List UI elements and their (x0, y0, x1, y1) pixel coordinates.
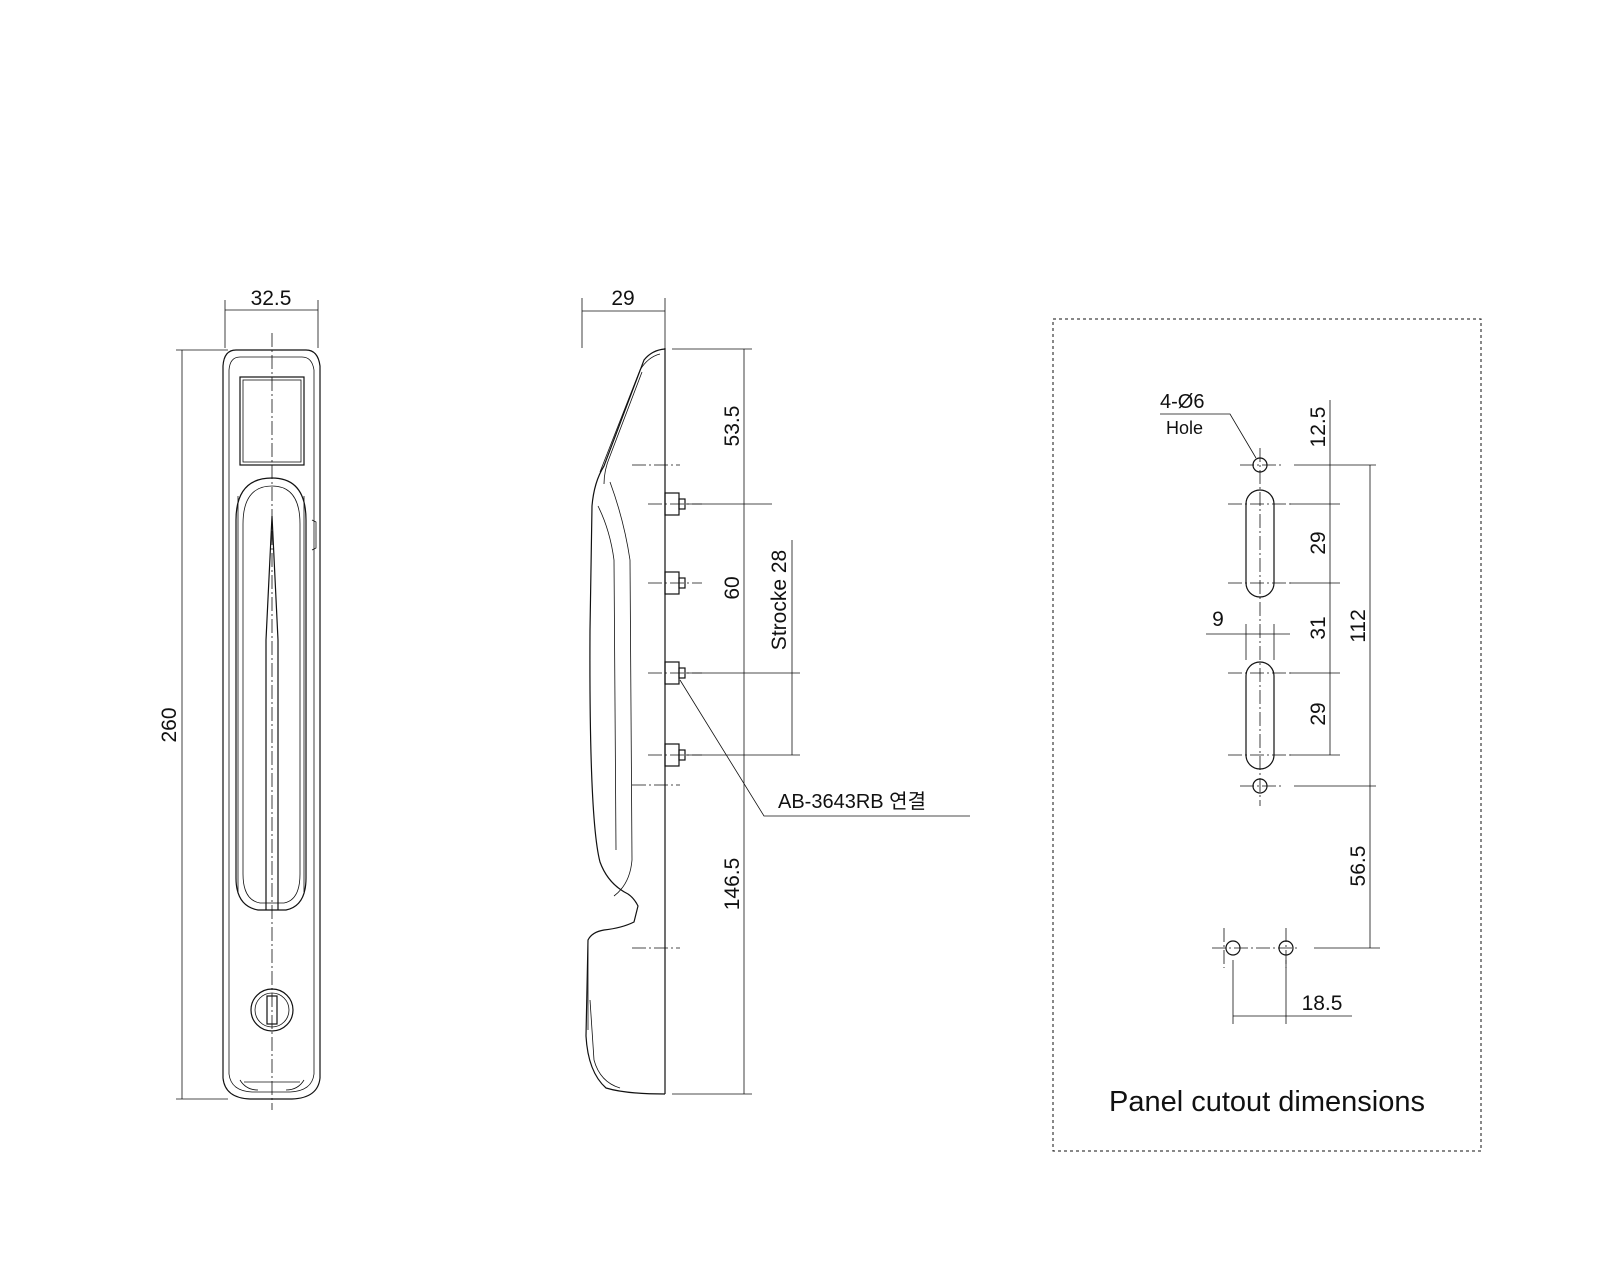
grip-recess-inner (242, 485, 301, 904)
mounting-pins (664, 492, 686, 767)
stroke-label: Strocke 28 (768, 550, 791, 650)
handle-body-inner-outline (228, 356, 315, 1093)
lever-spine (265, 515, 279, 910)
dim-112: 112 (1347, 609, 1370, 642)
side-view: 29 53.5 60 146.5 Strocke 28 AB-3643RB 연결 (581, 287, 970, 1095)
handle-body-outline (222, 349, 321, 1100)
panel-cutout-view: 4-Ø6 Hole 12.5 29 31 29 112 56.5 9 18.5 … (1052, 318, 1482, 1152)
dim-56-5: 56.5 (1347, 846, 1370, 887)
front-view: 32.5 260 (158, 287, 321, 1110)
connection-label: AB-3643RB 연결 (778, 790, 926, 813)
dim-29-upper: 29 (1307, 531, 1330, 554)
hole-sublabel: Hole (1166, 418, 1203, 438)
panel-cutout-caption: Panel cutout dimensions (1109, 1086, 1425, 1118)
dim-9: 9 (1212, 608, 1224, 631)
connection-leader (679, 679, 970, 817)
dim-12-5: 12.5 (1307, 407, 1330, 448)
height-dimension: 260 (158, 707, 181, 742)
width-dimension: 32.5 (251, 287, 292, 310)
hole-leader (1160, 413, 1257, 459)
panel-cutout-frame (1052, 318, 1482, 1152)
dim-53-5: 53.5 (721, 406, 744, 447)
dim-31: 31 (1307, 616, 1330, 639)
dim-146-5: 146.5 (721, 858, 744, 911)
dim-18-5: 18.5 (1302, 992, 1343, 1015)
depth-dimension: 29 (611, 287, 634, 310)
dim-29-lower: 29 (1307, 702, 1330, 725)
hole-label: 4-Ø6 (1160, 391, 1204, 413)
side-profile-outline (585, 348, 666, 1095)
dim-60: 60 (721, 576, 744, 599)
